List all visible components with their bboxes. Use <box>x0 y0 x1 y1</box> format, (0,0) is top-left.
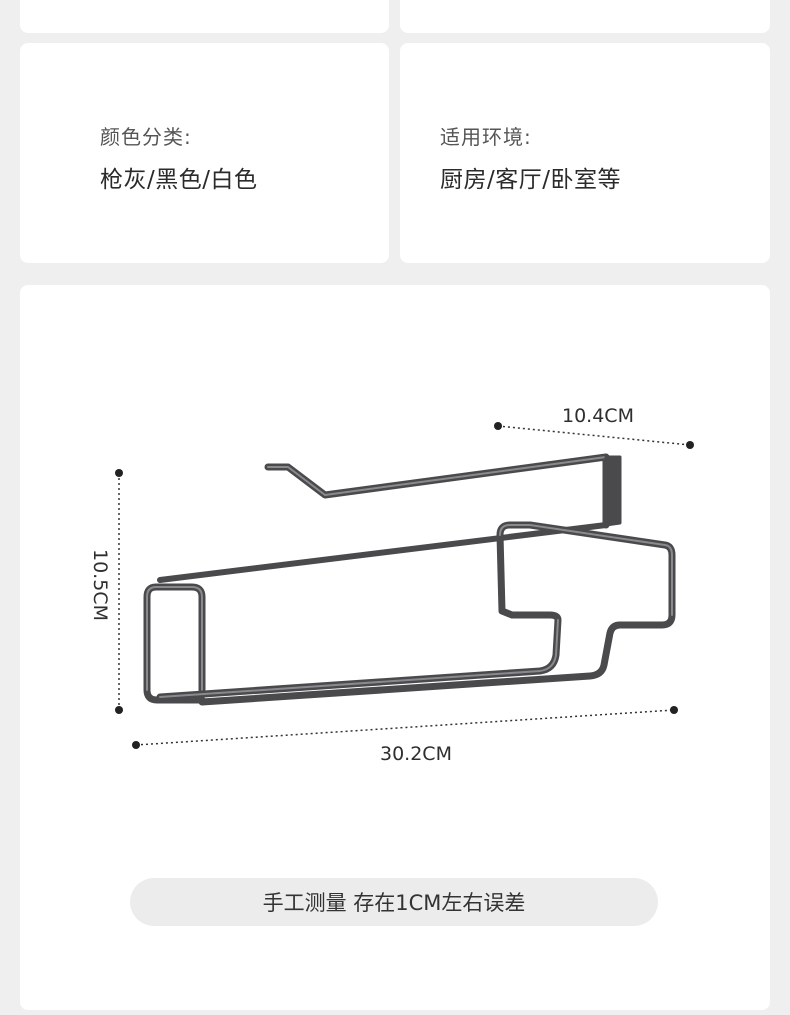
depth-dimension-label: 10.4CM <box>562 405 634 427</box>
depth-dimension-start-dot <box>494 422 502 430</box>
top-card-right <box>400 0 770 33</box>
paper-towel-rack-image <box>143 453 676 706</box>
depth-dimension: 10.4CM <box>494 405 694 449</box>
color-spec-value: 枪灰/黑色/白色 <box>100 167 258 193</box>
environment-spec-value: 厨房/客厅/卧室等 <box>440 167 621 193</box>
product-dimension-card: 10.4CM 10.5CM 30.2CM 手工测量 存在1CM左右误差 <box>20 285 770 1010</box>
color-spec-label: 颜色分类: <box>100 125 192 149</box>
height-dimension-label: 10.5CM <box>89 549 111 621</box>
rack-top-plate <box>604 455 622 527</box>
width-dimension-label: 30.2CM <box>380 743 452 765</box>
depth-dimension-line <box>497 425 691 446</box>
width-dimension-end-dot <box>670 706 678 714</box>
rack-bottom-rail <box>156 521 676 706</box>
width-dimension-line <box>135 709 675 746</box>
environment-spec-card: 适用环境: 厨房/客厅/卧室等 <box>400 43 770 263</box>
width-dimension-start-dot <box>132 741 140 749</box>
rack-upper-rail <box>157 522 609 583</box>
height-dimension-start-dot <box>115 469 123 477</box>
top-card-left <box>20 0 389 33</box>
color-spec-card: 颜色分类: 枪灰/黑色/白色 <box>20 43 389 263</box>
product-dimension-diagram: 10.4CM 10.5CM 30.2CM <box>89 405 694 765</box>
width-dimension: 30.2CM <box>132 706 678 765</box>
rack-left-loop <box>143 583 206 704</box>
environment-spec-label: 适用环境: <box>440 125 532 149</box>
depth-dimension-end-dot <box>686 441 694 449</box>
height-dimension-end-dot <box>115 706 123 714</box>
height-dimension: 10.5CM <box>89 469 123 714</box>
measurement-note: 手工测量 存在1CM左右误差 <box>130 878 658 926</box>
